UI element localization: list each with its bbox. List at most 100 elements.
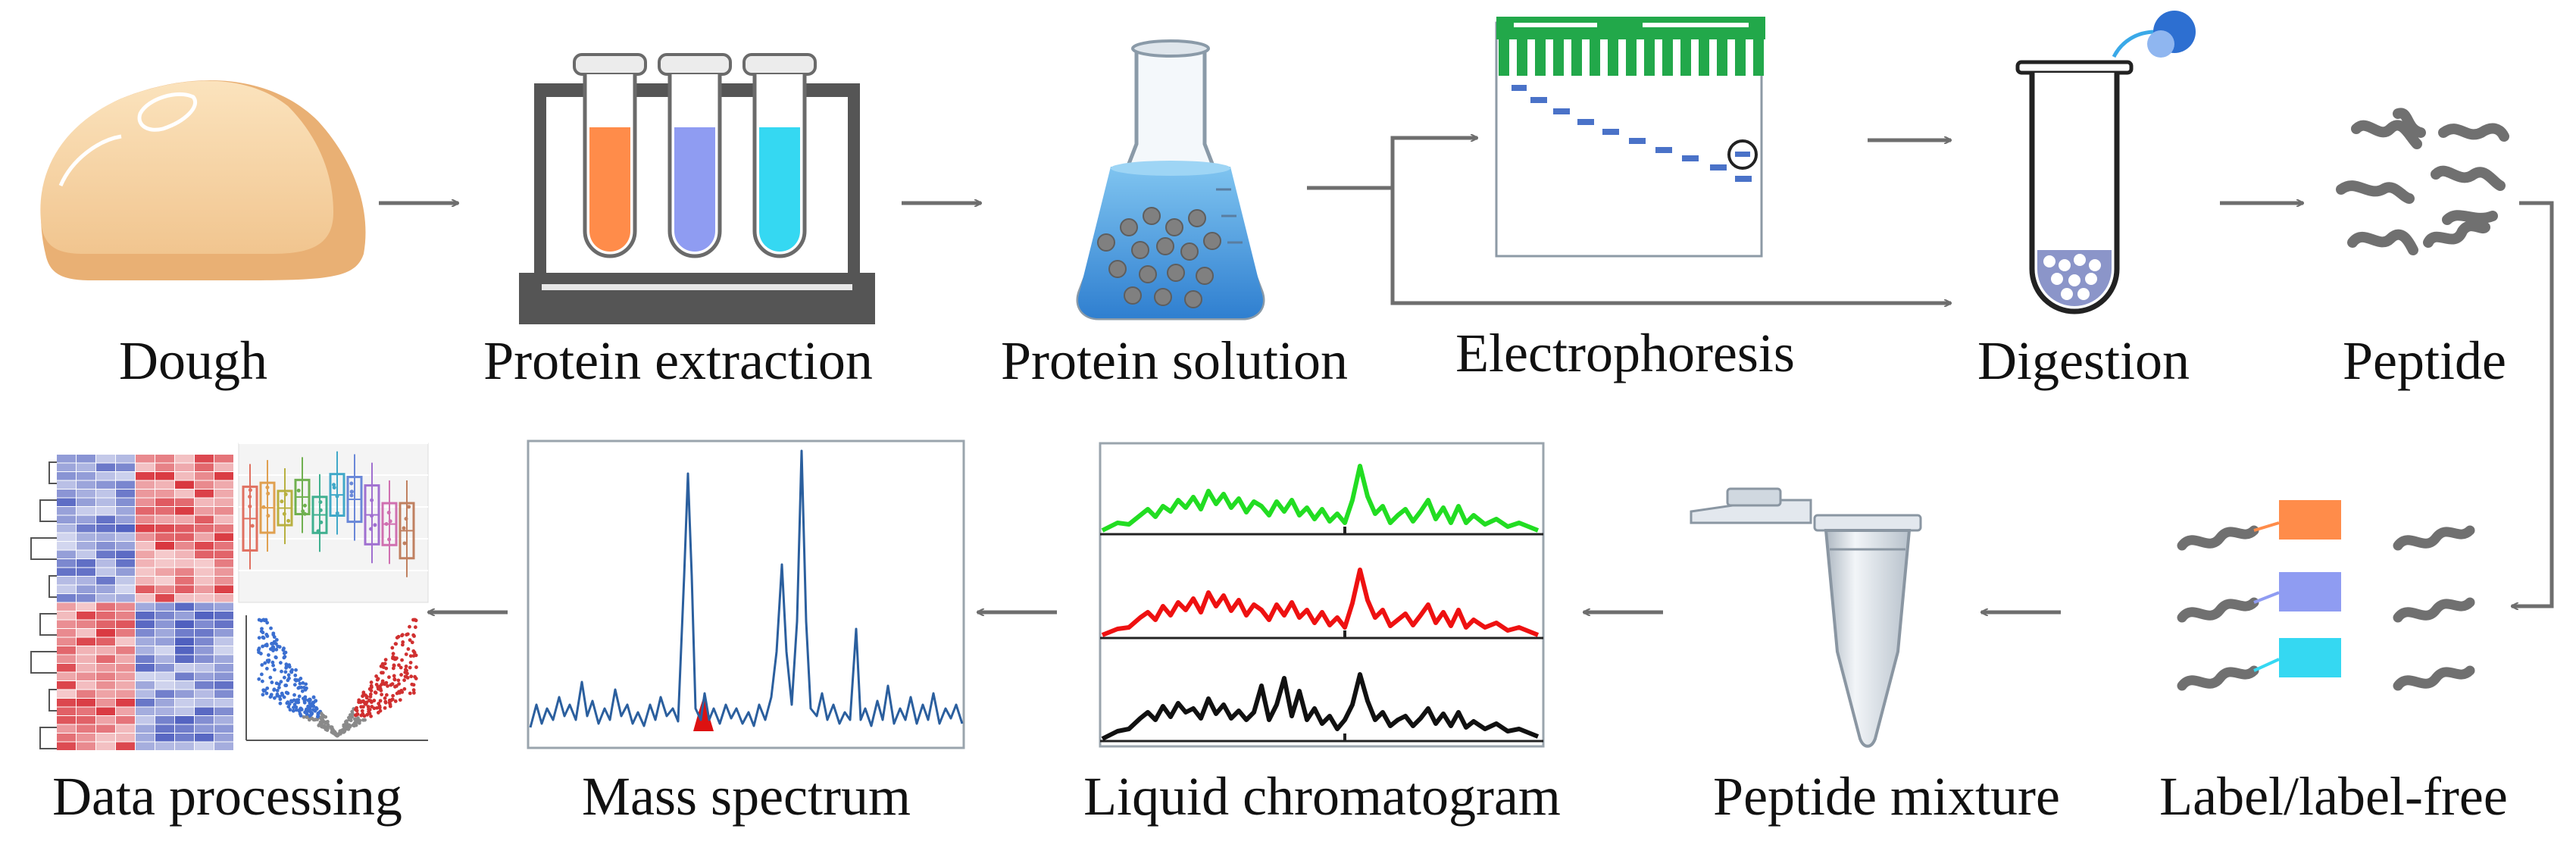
volcano-point (399, 665, 403, 670)
boxplot-icon (238, 443, 429, 603)
heatmap-cell (96, 611, 115, 620)
volcano-point (375, 705, 379, 710)
heatmap-cell (195, 602, 214, 611)
mass-spectrum-trace (529, 449, 964, 728)
volcano-point (410, 682, 414, 687)
heatmap-cell (195, 463, 214, 471)
heatmap-cell (96, 742, 115, 750)
heatmap-cell (116, 515, 135, 524)
heatmap-cell (57, 716, 76, 724)
gel-comb-teeth (1499, 38, 1764, 76)
boxplot-point (302, 503, 307, 508)
heatmap-cell (175, 498, 194, 506)
dendrogram-branch (48, 575, 57, 598)
volcano-point (378, 699, 383, 703)
heatmap-cell (77, 707, 95, 715)
heatmap-cell (136, 620, 155, 628)
boxplot-point (286, 518, 291, 523)
volcano-point (380, 682, 384, 687)
volcano-point (411, 688, 416, 693)
heatmap-cell (195, 559, 214, 568)
volcano-point (308, 697, 312, 702)
heatmap-cell (77, 568, 95, 576)
volcano-point (388, 702, 392, 707)
heatmap-cell (136, 498, 155, 506)
heatmap-cell (77, 577, 95, 585)
erlenmeyer-flask-icon (1076, 39, 1265, 321)
volcano-point (260, 627, 264, 631)
heatmap-cell (116, 742, 135, 750)
heatmap-cell (116, 733, 135, 742)
heatmap-cell (195, 480, 214, 489)
heatmap-cell (77, 690, 95, 698)
label-electrophoresis: Electrophoresis (1455, 323, 1795, 383)
volcano-point (303, 695, 308, 699)
heatmap-cell (96, 664, 115, 672)
heatmap-cell (116, 542, 135, 550)
heatmap-cell (195, 620, 214, 628)
label-mass-spectrum: Mass spectrum (582, 766, 911, 827)
test-tube-orange (573, 53, 647, 258)
heatmap-cell (116, 550, 135, 558)
heatmap-cell (214, 472, 233, 480)
volcano-point (292, 702, 297, 707)
heatmap-cell (214, 577, 233, 585)
peptide-chains-icon (2336, 108, 2509, 255)
volcano-point (292, 693, 296, 697)
heatmap-cell (214, 559, 233, 568)
boxplot-point (407, 505, 411, 509)
heatmap-cell (155, 716, 174, 724)
heatmap-cell (214, 716, 233, 724)
heatmap-cell (175, 629, 194, 637)
heatmap-cell (155, 699, 174, 707)
volcano-point (390, 646, 395, 650)
heatmap-cell (116, 637, 135, 646)
volcano-point (269, 626, 273, 630)
heatmap-cell (175, 550, 194, 558)
heatmap-cell (116, 611, 135, 620)
volcano-point (360, 699, 364, 704)
heatmap-cell (96, 498, 115, 506)
heatmap-cell (96, 507, 115, 515)
boxplot-point (370, 498, 374, 502)
volcano-point (307, 718, 311, 722)
volcano-point (299, 706, 303, 711)
volcano-point (286, 678, 290, 683)
boxplot-point (388, 519, 392, 524)
boxplot-point (349, 489, 354, 494)
volcano-point (350, 709, 355, 714)
heatmap-cell (96, 455, 115, 463)
label-dough: Dough (119, 330, 267, 391)
digestion-tube-icon (2015, 11, 2196, 314)
heatmap-cell (96, 559, 115, 568)
volcano-point (393, 699, 398, 703)
volcano-point (391, 652, 395, 656)
volcano-point (301, 680, 305, 685)
volcano-point (369, 683, 374, 688)
volcano-point (408, 638, 412, 643)
volcano-point (383, 705, 387, 710)
heatmap-cell (77, 699, 95, 707)
boxplot-point (265, 485, 270, 489)
heatmap-cell (96, 585, 115, 593)
heatmap-cell (155, 455, 174, 463)
volcano-point (299, 714, 303, 718)
heatmap-cell (195, 524, 214, 533)
heatmap-cell (175, 480, 194, 489)
volcano-point (304, 682, 308, 687)
volcano-point (275, 692, 280, 696)
volcano-point (412, 618, 417, 622)
heatmap-cell (175, 515, 194, 524)
heatmap-cell (96, 515, 115, 524)
boxplot-point (316, 529, 320, 533)
heatmap-cell (57, 646, 76, 655)
heatmap-cell (195, 699, 214, 707)
boxplot-point (266, 491, 270, 496)
heatmap-cell (175, 611, 194, 620)
heatmap-cell (96, 620, 115, 628)
heatmap-cell (57, 463, 76, 471)
heatmap-cell (155, 585, 174, 593)
heatmap-cell (77, 455, 95, 463)
heatmap-cell (195, 707, 214, 715)
chromatogram-trace-red (1101, 568, 1540, 637)
